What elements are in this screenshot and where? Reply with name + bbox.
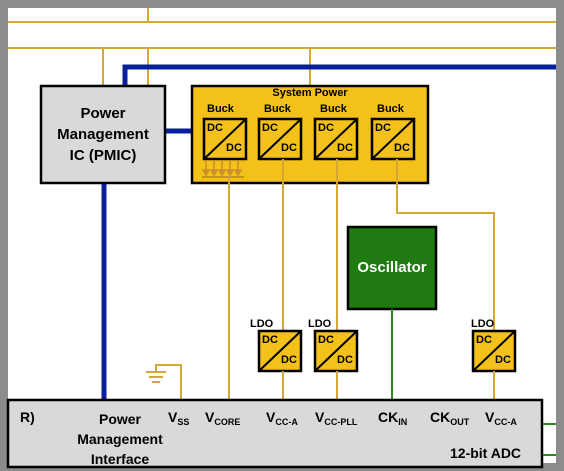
pin-vcca-2: VCC-A: [485, 409, 517, 427]
power-management-interface-label: Power Management Interface: [74, 409, 166, 469]
adc-label: 12-bit ADC: [450, 445, 522, 461]
pin-ckout-main: CK: [430, 409, 451, 425]
pmic-label: Power Management IC (PMIC): [42, 103, 164, 166]
buck-1-in: DC: [207, 122, 223, 134]
pin-ckout: CKOUT: [430, 409, 469, 427]
system-power-title: System Power: [272, 87, 348, 99]
pin-vcore: VCORE: [205, 409, 240, 427]
buck-3-label: Buck: [320, 103, 347, 115]
ldo-3-label: LDO: [471, 318, 495, 330]
oscillator-label: Oscillator: [357, 259, 427, 276]
pmic-label-line-3: IC (PMIC): [69, 147, 137, 164]
ldo-1-in: DC: [262, 334, 278, 346]
pin-vccpll-sub: CC-PLL: [324, 417, 358, 427]
pin-vcca-1-sub: CC-A: [275, 417, 298, 427]
pin-ckin: CKIN: [378, 409, 407, 427]
oscillator-box: [346, 225, 438, 311]
pin-ckin-main: CK: [378, 409, 399, 425]
ground-icon: [146, 364, 182, 400]
pin-vcca-1: VCC-A: [266, 409, 298, 427]
pin-vcca-2-sub: CC-A: [494, 417, 517, 427]
ldo-2-out: DC: [337, 354, 353, 366]
ldo-1: [257, 329, 303, 373]
pin-ckout-sub: OUT: [450, 417, 470, 427]
pmic-box: [39, 84, 167, 185]
ldo-1-label: LDO: [250, 318, 274, 330]
pmic-label-line-2: Management: [57, 126, 149, 143]
buck-2: [257, 117, 303, 161]
bottom-chip-block: [6, 398, 544, 469]
buck-1-output-arrows: [201, 160, 244, 178]
buck-3-in: DC: [318, 122, 334, 134]
pin-vccpll: VCC-PLL: [315, 409, 357, 427]
ldo-2-label: LDO: [308, 318, 332, 330]
pin-vcca-1-main: V: [266, 409, 276, 425]
buck-1-out: DC: [226, 142, 242, 154]
buck-2-in: DC: [262, 122, 278, 134]
buck-3: [313, 117, 359, 161]
pin-vss: VSS: [168, 409, 189, 427]
pin-vccpll-main: V: [315, 409, 325, 425]
buck-1: [202, 117, 248, 161]
pin-vss-main: V: [168, 409, 178, 425]
buck-3-out: DC: [337, 142, 353, 154]
pin-vcca-2-main: V: [485, 409, 495, 425]
pin-vss-sub: SS: [177, 417, 190, 427]
pmi-line-1: Power: [98, 411, 141, 427]
pmi-line-2: Management: [77, 431, 163, 447]
pmi-line-3: Interface: [90, 451, 150, 467]
ldo-3-out: DC: [495, 354, 511, 366]
ldo-3-in: DC: [476, 334, 492, 346]
buck-4-out: DC: [394, 142, 410, 154]
pin-vcore-sub: CORE: [214, 417, 241, 427]
bottom-left-fragment: R): [20, 409, 35, 425]
buck-4-label: Buck: [377, 103, 404, 115]
buck-4-in: DC: [375, 122, 391, 134]
pin-ckin-sub: IN: [398, 417, 408, 427]
ldo-1-out: DC: [281, 354, 297, 366]
buck-4: [370, 117, 416, 161]
pmic-label-line-1: Power: [80, 105, 126, 122]
ldo-2-in: DC: [318, 334, 334, 346]
buck-2-out: DC: [281, 142, 297, 154]
buck-1-label: Buck: [207, 103, 234, 115]
pin-vcore-main: V: [205, 409, 215, 425]
buck4-to-ldo3-line: [396, 159, 495, 331]
buck-2-label: Buck: [264, 103, 291, 115]
ldo-2: [313, 329, 359, 373]
